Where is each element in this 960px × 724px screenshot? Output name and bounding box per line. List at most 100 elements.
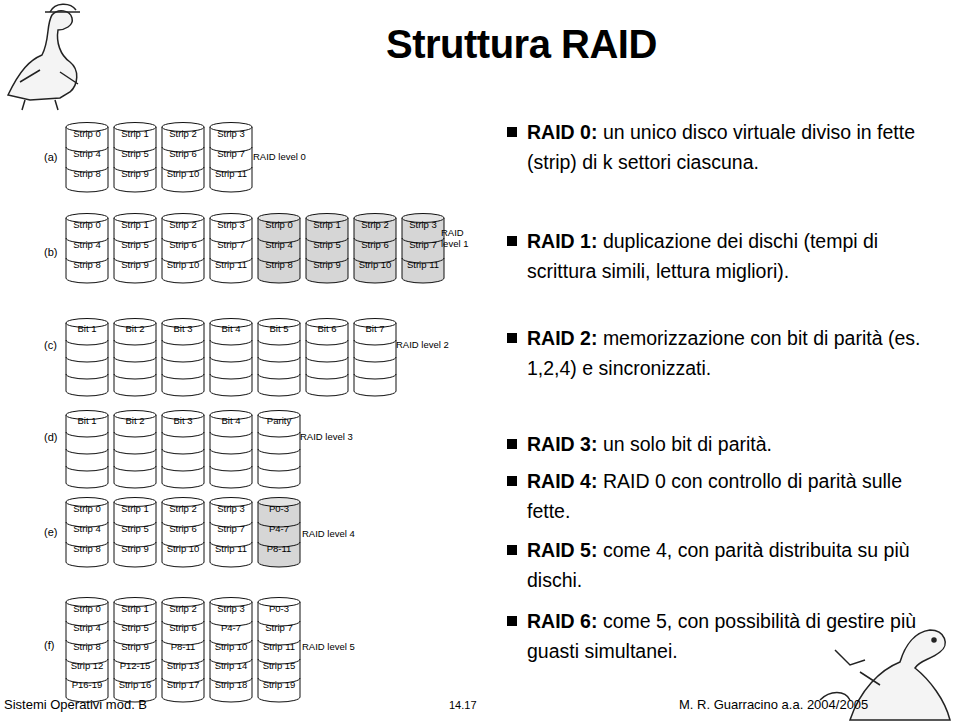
strip-text: Strip 0 [265, 219, 292, 230]
strip-label: Strip 0 [65, 599, 109, 618]
strip-label: Strip 5 [113, 618, 157, 637]
strip-label: Strip 13 [161, 656, 205, 675]
strip-text: Strip 12 [71, 660, 104, 671]
strip-label: Strip 6 [353, 235, 397, 255]
strip-text: Strip 10 [167, 259, 200, 270]
bullet-heading: RAID 0: [527, 121, 597, 143]
strip-text: Strip 9 [121, 543, 148, 554]
strip-label: Strip 8 [65, 637, 109, 656]
disk-cylinder: Strip 3Strip 7Strip 11 [209, 213, 253, 285]
strip-label: Strip 11 [209, 164, 253, 184]
strip-label: Strip 12 [65, 656, 109, 675]
strip-text: Strip 10 [359, 259, 392, 270]
disk-cylinder: P0-3Strip 7Strip 11Strip 15Strip 19 [257, 597, 301, 704]
strip-text: Bit 2 [125, 323, 144, 334]
strip-text: Strip 11 [407, 259, 439, 270]
strip-text: Strip 15 [263, 660, 296, 671]
strip-text: Bit 3 [173, 415, 192, 426]
bullet-item: RAID 3:un solo bit di parità. [527, 429, 939, 459]
strip-text: Strip 5 [121, 622, 148, 633]
strip-label: Strip 0 [65, 499, 109, 519]
disk-cylinder: Strip 0 Strip 4 Strip 8 [65, 213, 109, 285]
strip-text: P4-7 [269, 523, 289, 534]
strip-label: Strip 5 [113, 519, 157, 539]
strip-text: Strip 9 [121, 259, 148, 270]
strip-text: Strip 3 [409, 219, 436, 230]
strip-text: Strip 8 [73, 641, 100, 652]
strip-label: Strip 18 [209, 675, 253, 694]
raid-level-caption: RAID level 2 [396, 339, 449, 350]
raid-level-caption: RAID level 3 [300, 431, 353, 442]
strip-label: Strip 6 [161, 519, 205, 539]
strip-label: Strip 4 [65, 618, 109, 637]
strip-label: Bit 3 [161, 320, 205, 337]
strip-label: Strip 2 [353, 215, 397, 235]
strip-text: Strip 2 [169, 603, 196, 614]
strip-text: Strip 4 [73, 523, 100, 534]
row-letter: (c) [44, 339, 57, 351]
strip-label: Strip 9 [113, 539, 157, 559]
strip-text: P0-3 [269, 503, 289, 514]
strip-text: P12-15 [120, 660, 151, 671]
strip-label: Strip 2 [161, 215, 205, 235]
strip-text: Strip 6 [169, 523, 196, 534]
strip-label: Strip 7 [209, 519, 253, 539]
strip-label: Strip 11 [257, 637, 301, 656]
disk-cylinder: Bit 2 [113, 410, 157, 490]
bullet-marker [507, 616, 517, 626]
strip-text: Strip 13 [167, 660, 200, 671]
strip-label: Strip 7 [257, 618, 301, 637]
strip-label: Strip 6 [161, 618, 205, 637]
disk-cylinder: Strip 1Strip 5Strip 9 [113, 122, 157, 194]
strip-text: Strip 0 [73, 503, 100, 514]
strip-text: Bit 1 [77, 323, 96, 334]
disk-cylinder: Strip 0Strip 4Strip 8 [65, 122, 109, 194]
strip-label: Strip 0 [65, 215, 109, 235]
strip-text: Strip 7 [217, 523, 244, 534]
strip-text: Strip 5 [121, 523, 148, 534]
strip-label: Parity [257, 412, 301, 429]
strip-text: Strip 3 [217, 503, 244, 514]
strip-text: Strip 1 [121, 503, 148, 514]
disk-cylinder: Bit 1 [65, 410, 109, 490]
strip-text: Strip 19 [263, 679, 296, 690]
bullet-item: RAID 5:come 4, con parità distribuita su… [527, 535, 939, 595]
strip-label: Strip 3 [209, 499, 253, 519]
bullet-heading: RAID 6: [527, 610, 597, 632]
strip-label: Strip 10 [161, 539, 205, 559]
strip-label: Bit 1 [65, 320, 109, 337]
strip-label: Strip 10 [161, 164, 205, 184]
strip-label: Strip 8 [65, 164, 109, 184]
strip-text: Strip 4 [73, 239, 100, 250]
strip-label: Strip 5 [113, 144, 157, 164]
strip-text: Strip 16 [119, 679, 152, 690]
strip-label: Strip 3 [209, 124, 253, 144]
footer-text: Sistemi Operativi mod. B [4, 697, 147, 712]
strip-label: Bit 1 [65, 412, 109, 429]
strip-text: Strip 8 [73, 168, 100, 179]
strip-label: Bit 6 [305, 320, 349, 337]
strip-label: Strip 1 [305, 215, 349, 235]
strip-label: P12-15 [113, 656, 157, 675]
strip-text: Strip 4 [265, 239, 292, 250]
strip-label: Bit 3 [161, 412, 205, 429]
disk-cylinder: Bit 4 [209, 410, 253, 490]
row-letter: (a) [44, 151, 57, 163]
strip-label: Strip 8 [65, 255, 109, 275]
strip-text: P8-11 [171, 641, 196, 652]
strip-label: Strip 9 [113, 637, 157, 656]
strip-label: Strip 2 [161, 499, 205, 519]
strip-label: Strip 9 [305, 255, 349, 275]
strip-text: Strip 3 [217, 219, 244, 230]
strip-text: Strip 2 [169, 128, 196, 139]
strip-label: Strip 1 [113, 215, 157, 235]
strip-text: Strip 1 [313, 219, 340, 230]
disk-cylinder: Strip 2Strip 6 Strip 10 [353, 213, 397, 285]
disk-cylinder: Strip 2Strip 6 Strip 10 [161, 213, 205, 285]
strip-label: Strip 9 [113, 255, 157, 275]
strip-label: Strip 6 [161, 235, 205, 255]
strip-label: Bit 4 [209, 412, 253, 429]
disk-cylinder: Strip 2 Strip 6 Strip 10 [161, 497, 205, 569]
strip-text: Strip 10 [167, 543, 200, 554]
disk-cylinder: Bit 2 [113, 318, 157, 398]
